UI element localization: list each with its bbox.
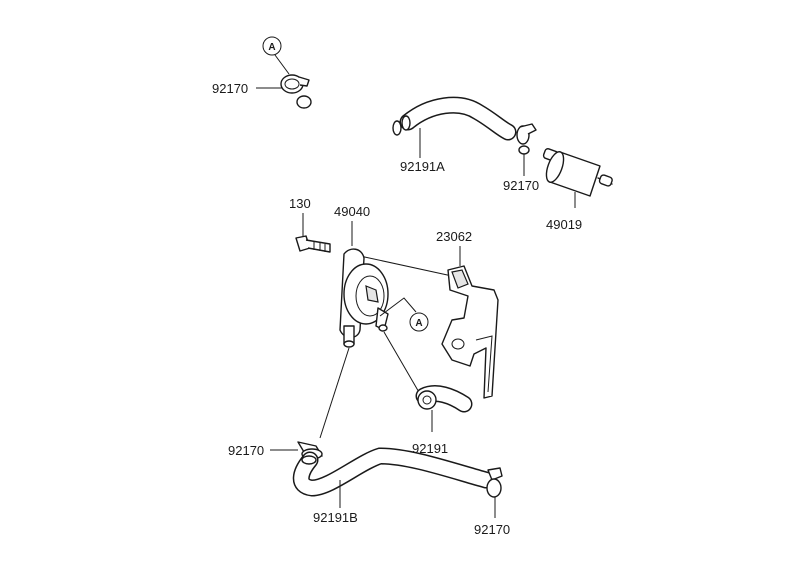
callout-a-pump-letter: A [415,318,422,329]
callout-a-top: A [262,36,290,75]
callout-a-top-letter: A [268,42,275,53]
label-clamp-top-left: 92170 [212,81,248,96]
bolt [295,235,331,253]
label-bracket: 23062 [436,229,472,244]
hose-92191a-right [399,96,517,141]
label-bolt: 130 [289,196,311,211]
label-clamp-lower-left: 92170 [228,443,264,458]
callout-a-pump: A [379,297,429,332]
clamp-top-left [280,74,310,94]
label-clamp-bottom-right: 92170 [474,522,510,537]
label-hose-bottom: 92191B [313,510,358,525]
hose-92191a-left [293,95,405,163]
clamp-bottom-right [486,467,503,498]
bracket [441,265,499,399]
label-hose-elbow: 92191 [412,441,448,456]
label-pump-assembly: 49040 [334,204,370,219]
label-fuel-filter: 49019 [546,217,582,232]
fuel-filter [542,148,613,197]
hose-92191b [292,447,495,497]
clamp-top-right [516,123,537,155]
label-hose-top: 92191A [400,159,445,174]
hose-elbow [415,385,473,413]
fuel-pump [339,248,389,348]
label-clamp-top-right: 92170 [503,178,539,193]
